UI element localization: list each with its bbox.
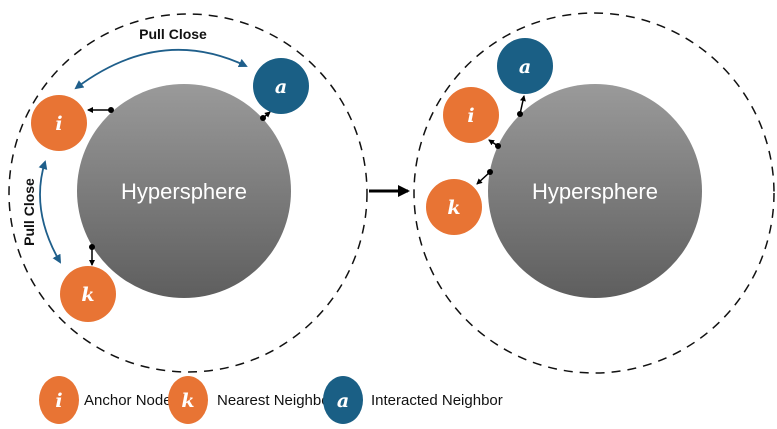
connector-interacted-left xyxy=(260,111,271,121)
connector-anchor-left xyxy=(87,107,114,113)
legend-swatch-interacted xyxy=(323,376,363,424)
hypersphere-left-label: Hypersphere xyxy=(121,179,247,204)
legend-item-interacted: a Interacted Neighbor xyxy=(323,376,503,424)
hypersphere-right-label: Hypersphere xyxy=(532,179,658,204)
pull-close-arc-top xyxy=(74,49,248,90)
left-panel: Hypersphere Pull Close Pull Close i k xyxy=(8,13,368,373)
svg-text:a: a xyxy=(337,390,349,412)
svg-text:k: k xyxy=(447,197,460,219)
connector-nearest-left xyxy=(89,244,95,266)
svg-text:i: i xyxy=(467,105,474,127)
svg-text:a: a xyxy=(275,76,287,98)
svg-text:i: i xyxy=(55,390,62,412)
svg-text:i: i xyxy=(55,113,62,135)
nearest-neighbor-node-right: k xyxy=(426,179,482,235)
hypersphere-right xyxy=(488,84,702,298)
legend-swatch-nearest xyxy=(168,376,208,424)
interacted-neighbor-node-left: a xyxy=(253,58,309,114)
legend-label-nearest: Nearest Neighbor xyxy=(217,392,335,409)
legend-label-interacted: Interacted Neighbor xyxy=(371,392,503,409)
pull-close-label-side: Pull Close xyxy=(21,178,37,246)
anchor-node-right: i xyxy=(443,87,499,143)
svg-text:a: a xyxy=(519,56,531,78)
legend-label-anchor: Anchor Node xyxy=(84,392,172,409)
legend-item-anchor: i Anchor Node xyxy=(39,376,172,424)
pull-close-label-top: Pull Close xyxy=(139,26,207,42)
legend: i Anchor Node k Nearest Neighbor a Inter… xyxy=(39,376,503,424)
hypersphere-left xyxy=(77,84,291,298)
right-panel: Hypersphere a i k xyxy=(413,12,775,374)
connector-interacted-right xyxy=(517,95,526,117)
legend-swatch-anchor xyxy=(39,376,79,424)
pull-close-arc-side xyxy=(38,160,61,264)
anchor-node-left: i xyxy=(31,95,87,151)
legend-item-nearest: k Nearest Neighbor xyxy=(168,376,335,424)
outer-boundary-right xyxy=(413,12,775,374)
svg-text:k: k xyxy=(81,284,94,306)
connector-anchor-right xyxy=(488,139,501,149)
svg-text:k: k xyxy=(181,390,194,412)
outer-boundary-left xyxy=(8,13,368,373)
connector-nearest-right xyxy=(476,169,493,185)
interacted-neighbor-node-right: a xyxy=(497,38,553,94)
nearest-neighbor-node-left: k xyxy=(60,266,116,322)
